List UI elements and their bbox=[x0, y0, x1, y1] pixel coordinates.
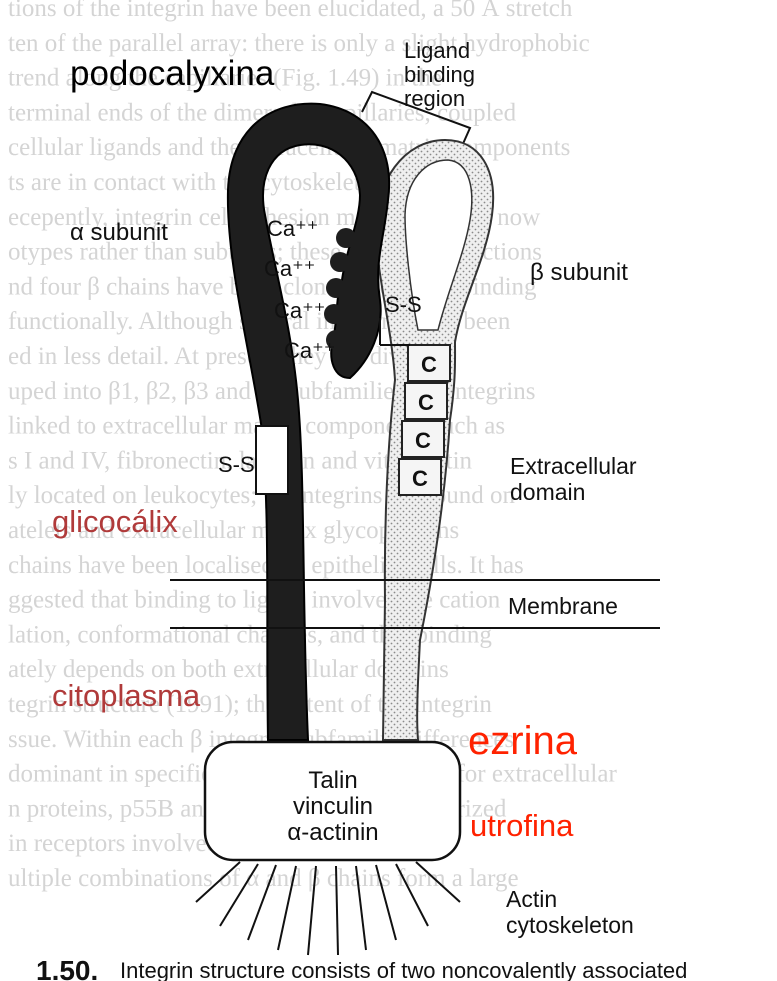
ca-label-1: Ca⁺⁺ bbox=[267, 216, 318, 241]
background-text-line: ed in less detail. At present they are d… bbox=[8, 343, 445, 370]
alpha-actinin-label: α-actinin bbox=[287, 819, 378, 846]
podocalyxin-label: podocalyxina bbox=[70, 54, 275, 93]
ss-label-upper: S-S bbox=[385, 292, 422, 317]
c-domain-label: C bbox=[418, 390, 434, 415]
c-domain-label: C bbox=[412, 466, 428, 491]
ezrin-label: ezrina bbox=[468, 719, 578, 763]
ss-label-lower: S-S bbox=[218, 452, 255, 477]
vinculin-label: vinculin bbox=[293, 793, 373, 820]
extracellular-label-line1: Extracellular bbox=[510, 453, 637, 479]
background-text-line: chains have been localised on epithelial… bbox=[8, 552, 524, 579]
background-text-line: ten of the parallel array: there is only… bbox=[8, 30, 590, 57]
actin-label-line1: Actin bbox=[506, 886, 557, 912]
alpha-subunit-label: α subunit bbox=[70, 219, 168, 246]
ca-label-2: Ca⁺⁺ bbox=[264, 256, 315, 281]
talin-vinculin-box: Talin vinculin α-actinin bbox=[205, 742, 460, 860]
glycocalyx-label: glicocálix bbox=[52, 504, 178, 539]
figure-caption: 1.50. Integrin structure consists of two… bbox=[36, 955, 687, 981]
ca-label-4: Ca⁺⁺ bbox=[284, 338, 335, 363]
ligand-label-line2: binding bbox=[404, 62, 475, 87]
c-domain-label: C bbox=[415, 428, 431, 453]
caption-number: 1.50. bbox=[36, 955, 98, 981]
beta-subunit-label: β subunit bbox=[530, 259, 628, 286]
utrophin-label: utrofina bbox=[470, 808, 574, 843]
ca-label-3: Ca⁺⁺ bbox=[274, 298, 325, 323]
membrane-label: Membrane bbox=[508, 593, 618, 619]
ligand-label-line1: Ligand bbox=[404, 38, 470, 63]
cytoplasm-label: citoplasma bbox=[52, 678, 201, 713]
background-text-line: ultiple combinations of α and β chains f… bbox=[8, 865, 519, 892]
talin-label: Talin bbox=[308, 767, 357, 794]
extracellular-label-line2: domain bbox=[510, 479, 585, 505]
actin-label-line2: cytoskeleton bbox=[506, 912, 634, 938]
background-text-line: tions of the integrin have been elucidat… bbox=[8, 0, 573, 22]
c-domain-label: C bbox=[421, 352, 437, 377]
caption-text: Integrin structure consists of two nonco… bbox=[120, 958, 687, 981]
